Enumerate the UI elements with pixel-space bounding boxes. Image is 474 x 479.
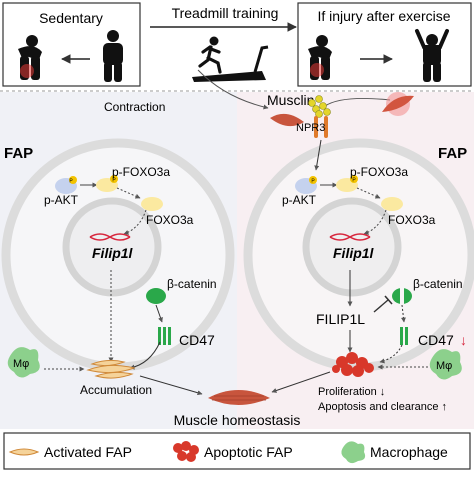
accumulation-to-homeostasis-arrow xyxy=(139,375,203,396)
cheering-person-icon xyxy=(415,29,449,82)
accumulation-label: Accumulation xyxy=(80,383,152,397)
foxo3a-right-label: FOXO3a xyxy=(388,213,436,227)
standing-person-icon xyxy=(103,30,123,82)
treadmill-title: Treadmill training xyxy=(172,5,279,21)
mphi-right-label: Mφ xyxy=(436,360,452,372)
injured-person-icon xyxy=(18,35,42,80)
activated-fap-left-icon xyxy=(86,359,136,379)
dna-right-icon xyxy=(329,233,371,241)
beta-catenin-left-label: β-catenin xyxy=(167,277,217,291)
phospho-foxo-right-icon xyxy=(350,175,358,183)
proliferation-label: Proliferation ↓ xyxy=(318,386,385,398)
cd47-to-apoptotic-arrow xyxy=(379,344,403,364)
foxo-dephospho-arrow-right xyxy=(356,187,381,199)
p-akt-left-label: p-AKT xyxy=(44,193,79,207)
legend-apoptotic-fap-icon xyxy=(173,441,199,462)
filip1l-left-label: Filip1l xyxy=(92,245,134,261)
phospho-foxo-left-mark: P xyxy=(112,178,116,184)
foxo-to-gene-arrow-left xyxy=(123,209,147,235)
sedentary-title: Sedentary xyxy=(39,10,103,26)
catenin-to-cd47-arrow-left xyxy=(155,304,163,323)
musclin-molecules-icon xyxy=(308,95,331,118)
foxo3a-left-label: FOXO3a xyxy=(146,213,194,227)
apoptosis-label: Apoptosis and clearance ↑ xyxy=(318,401,447,413)
phospho-foxo-right-mark: P xyxy=(352,178,356,184)
legend-macrophage-label: Macrophage xyxy=(370,444,448,460)
injured-muscle-icon xyxy=(382,92,414,116)
cd47-right-label: CD47 xyxy=(418,332,454,348)
treadmill-runner-icon xyxy=(192,36,269,82)
apoptotic-fap-right-icon xyxy=(332,352,374,377)
filip1l-inhibits-catenin xyxy=(373,299,389,313)
cd47-right-receptor-icon xyxy=(400,327,408,345)
foxo-to-gene-arrow-right xyxy=(363,209,387,235)
macrophage-right-icon xyxy=(429,349,462,380)
legend-macrophage-icon xyxy=(341,441,366,464)
npr3-receptor-icon xyxy=(314,116,328,138)
muscle-tissue-icon xyxy=(208,390,270,405)
filip1l-right-label: Filip1l xyxy=(333,245,375,261)
p-foxo3a-left-label: p-FOXO3a xyxy=(112,165,170,179)
mphi-left-label: Mφ xyxy=(13,358,29,370)
beta-catenin-right-label: β-catenin xyxy=(413,277,463,291)
p-akt-right-label: p-AKT xyxy=(282,193,317,207)
beta-catenin-right-icon xyxy=(392,288,412,304)
legend-apoptotic-label: Apoptotic FAP xyxy=(204,444,293,460)
p-foxo3a-right-label: p-FOXO3a xyxy=(350,165,408,179)
npr3-label: NPR3 xyxy=(296,122,325,134)
musclin-label: Musclin xyxy=(267,92,314,108)
muscle-homeostasis-label: Muscle homeostasis xyxy=(174,412,301,428)
legend-activated-fap-icon xyxy=(8,448,40,456)
musclin-to-injury-line xyxy=(324,97,391,107)
injury-title: If injury after exercise xyxy=(317,8,450,24)
inhibition-bar xyxy=(384,295,393,305)
phospho-akt-right-icon xyxy=(309,176,317,184)
contraction-label: Contraction xyxy=(104,100,165,114)
phospho-foxo-left-icon xyxy=(110,175,118,183)
filip1l-protein-label: FILIP1L xyxy=(316,311,365,327)
cd47-left-label: CD47 xyxy=(179,332,215,348)
beta-catenin-left-icon xyxy=(146,288,166,304)
phospho-akt-right-mark: P xyxy=(311,179,315,185)
muscle-fiber-icon xyxy=(270,113,304,127)
legend-activated-label: Activated FAP xyxy=(44,444,132,460)
foxo-dephospho-arrow-left xyxy=(116,187,141,199)
npr3-to-akt-arrow xyxy=(314,139,322,171)
catenin-to-cd47-arrow-right xyxy=(400,304,406,323)
nucleus-left xyxy=(62,197,162,297)
nucleus-right xyxy=(302,197,402,297)
cd47-to-fap-arrow-left xyxy=(129,341,161,370)
macrophage-left-icon xyxy=(7,347,40,378)
phospho-akt-left-icon xyxy=(69,176,77,184)
foxo3a-right-icon xyxy=(381,197,403,211)
injured-person-right-icon xyxy=(308,35,332,80)
cd47-down-arrow: ↓ xyxy=(460,332,467,348)
fap-right-label: FAP xyxy=(438,145,467,162)
legend-box xyxy=(3,432,471,470)
runner-to-musclin-arrow xyxy=(197,69,269,110)
phospho-akt-left-mark: P xyxy=(69,179,73,185)
dna-left-icon xyxy=(89,233,131,241)
foxo3a-left-icon xyxy=(141,197,163,211)
fap-left-label: FAP xyxy=(4,145,33,162)
apoptotic-to-homeostasis-arrow xyxy=(271,371,331,393)
cd47-left-receptor-icon xyxy=(158,327,171,345)
